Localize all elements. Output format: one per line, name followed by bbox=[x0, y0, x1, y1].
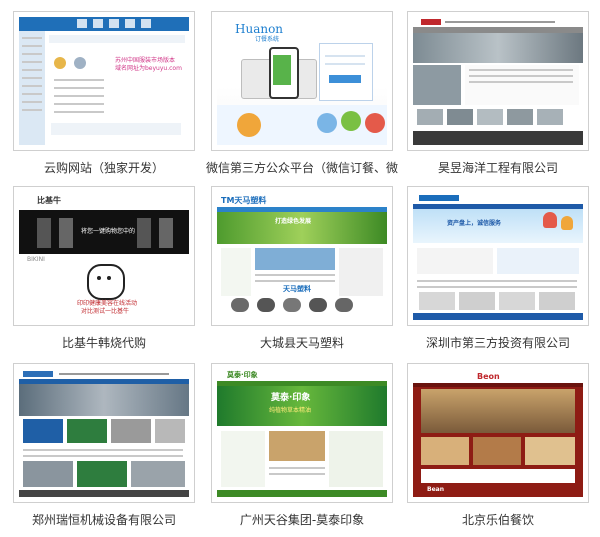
thumbnail-logo: Huanon bbox=[235, 22, 284, 36]
thumbnail-banner: 打造绿色发展 bbox=[275, 218, 312, 225]
thumbnail-slogan: BIKINI bbox=[27, 256, 45, 263]
card-caption[interactable]: 广州天谷集团-莫泰印象 bbox=[239, 513, 365, 527]
card-caption[interactable]: 比基牛韩烧代购 bbox=[61, 336, 146, 350]
thumbnail-tagline-line-1: 印印健康美容在线活动 bbox=[77, 300, 138, 307]
thumbnail-tianma-plastics[interactable]: TM天马塑料 打造绿色发展 天马塑料 bbox=[217, 192, 387, 320]
card-thumbnail-frame: Huanon 订餐系统 bbox=[211, 11, 393, 151]
thumbnail-brand: Beon bbox=[477, 372, 500, 381]
card-caption[interactable]: 微信第三方公众平台（微信订餐、微 bbox=[205, 161, 398, 175]
card-thumbnail-frame: 资产盘上，诚信服务 bbox=[407, 186, 589, 326]
thumbnail-logo-sub: 订餐系统 bbox=[255, 36, 280, 43]
thumbnail-watermark-line-2: 域名网址为beyuyu.com bbox=[115, 65, 182, 72]
thumbnail-brand: 比基牛 bbox=[37, 196, 61, 205]
thumbnail-brand: TM天马塑料 bbox=[221, 196, 267, 205]
thumbnail-banner-sub: 纯植物草本精油 bbox=[269, 407, 312, 414]
thumbnail-investment-company[interactable]: 资产盘上，诚信服务 bbox=[413, 192, 583, 320]
thumbnail-footer-brand: Bean bbox=[427, 486, 444, 493]
thumbnail-banner: 资产盘上，诚信服务 bbox=[447, 220, 502, 227]
thumbnail-banner-title: 莫泰·印象 bbox=[271, 393, 311, 403]
card-thumbnail-frame bbox=[407, 11, 589, 151]
thumbnail-motai-impression[interactable]: 莫泰·印象 莫泰·印象 纯植物草本精油 bbox=[217, 369, 387, 497]
thumbnail-bikini-shop[interactable]: 比基牛 将您一键购物您中的 BIKINI 印印健康美容在线活动 对比测试一比基牛 bbox=[19, 192, 189, 320]
thumbnail-beon-catering[interactable]: Beon Bean bbox=[413, 369, 583, 497]
card-caption[interactable]: 深圳市第三方投资有限公司 bbox=[425, 336, 570, 350]
card-caption[interactable]: 大城县天马塑料 bbox=[259, 336, 344, 350]
card-caption[interactable]: 昊昱海洋工程有限公司 bbox=[437, 161, 558, 175]
thumbnail-admin-dashboard[interactable]: 苏州中国服装市场版本 域名网址为beyuyu.com bbox=[19, 17, 189, 145]
card-caption[interactable]: 北京乐伯餐饮 bbox=[461, 513, 534, 527]
thumbnail-footer-brand: 天马塑料 bbox=[283, 285, 311, 293]
thumbnail-marine-engineering[interactable] bbox=[413, 17, 583, 145]
thumbnail-wechat-platform[interactable]: Huanon 订餐系统 bbox=[217, 17, 387, 145]
thumbnail-tagline-line-2: 对比测试一比基牛 bbox=[81, 308, 130, 315]
thumbnail-ruiheng-machinery[interactable] bbox=[19, 369, 189, 497]
card-thumbnail-frame: 莫泰·印象 莫泰·印象 纯植物草本精油 bbox=[211, 363, 393, 503]
card-thumbnail-frame: Beon Bean bbox=[407, 363, 589, 503]
thumbnail-watermark-line-1: 苏州中国服装市场版本 bbox=[115, 57, 176, 64]
card-thumbnail-frame: 苏州中国服装市场版本 域名网址为beyuyu.com bbox=[13, 11, 195, 151]
thumbnail-brand: 莫泰·印象 bbox=[227, 371, 258, 379]
card-thumbnail-frame bbox=[13, 363, 195, 503]
thumbnail-promo: 将您一键购物您中的 bbox=[81, 228, 136, 235]
card-caption[interactable]: 郑州瑞恒机械设备有限公司 bbox=[31, 513, 176, 527]
card-thumbnail-frame: 比基牛 将您一键购物您中的 BIKINI 印印健康美容在线活动 对比测试一比基牛 bbox=[13, 186, 195, 326]
card-caption[interactable]: 云购网站（独家开发） bbox=[43, 161, 164, 175]
card-thumbnail-frame: TM天马塑料 打造绿色发展 天马塑料 bbox=[211, 186, 393, 326]
